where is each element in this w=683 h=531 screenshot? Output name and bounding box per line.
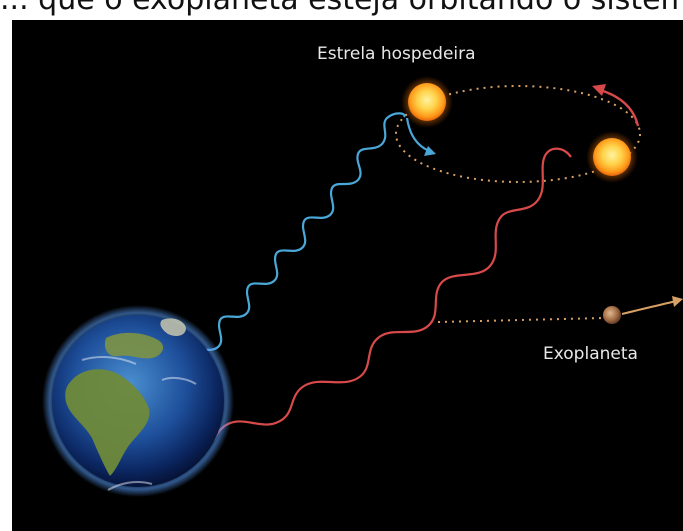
red-motion-arrow — [599, 88, 640, 127]
red-arrowhead — [592, 84, 606, 96]
planet-orbit-line — [437, 317, 605, 323]
star-top — [408, 83, 446, 121]
planet-motion-arrow — [621, 300, 677, 315]
cropped-heading-text: ... que o exoplaneta esteja orbitando o … — [0, 0, 683, 18]
radial-velocity-diagram: Estrela hospedeira Exoplaneta — [12, 20, 683, 531]
earth-continent-south-america — [65, 369, 150, 476]
star-orbit-ellipse — [395, 85, 641, 183]
exoplanet — [603, 306, 621, 324]
earth-clouds — [81, 356, 197, 491]
star-label: Estrela hospedeira — [317, 44, 476, 64]
star-right — [593, 138, 631, 176]
planet-label: Exoplaneta — [543, 344, 638, 364]
blue-arrowhead — [424, 146, 436, 156]
earth-continent-north — [104, 332, 164, 359]
planet-arrowhead — [672, 296, 683, 307]
diagram-canvas — [42, 76, 683, 497]
earth-continent-greenland — [160, 318, 186, 336]
